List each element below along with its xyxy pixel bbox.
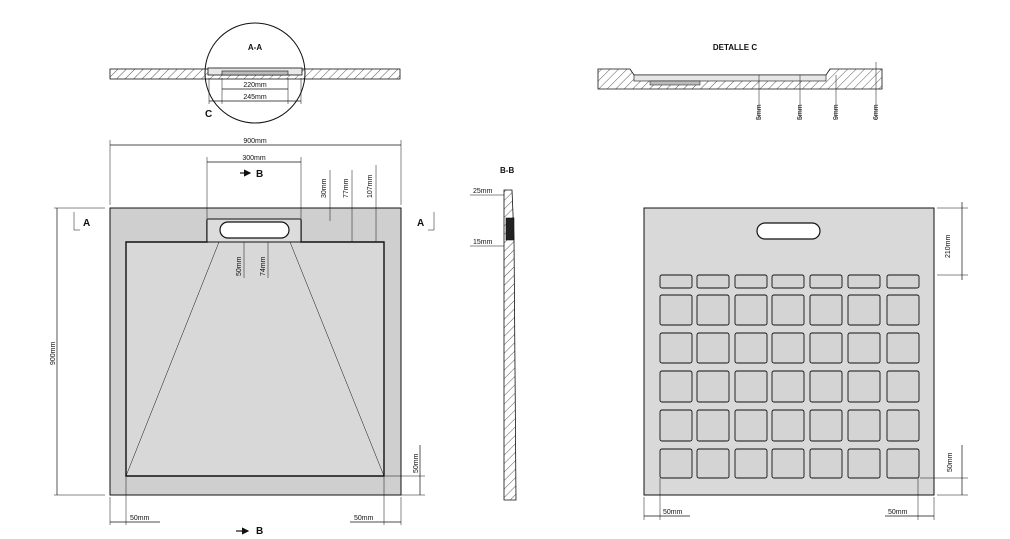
- grid-cell: [771, 409, 805, 442]
- section-aa-title: A-A: [248, 43, 262, 52]
- grid-cell: [734, 294, 768, 326]
- grid-cell: [809, 370, 843, 403]
- section-bb-profile: [503, 189, 517, 501]
- grid-cell: [659, 294, 693, 326]
- grid-cell: [809, 274, 843, 289]
- grid-cell: [734, 332, 768, 364]
- grid-cell: [734, 274, 768, 289]
- grid-cell: [734, 370, 768, 403]
- slope-line-left: [125, 241, 220, 477]
- grid-cell: [886, 274, 920, 289]
- grid-cell: [847, 370, 881, 403]
- bb-dim-25: 25mm: [473, 188, 493, 195]
- section-bb-drain: [505, 217, 515, 241]
- section-bb: B-B 25mm 15mm: [470, 166, 517, 501]
- detail-c-dim-4: 6mm: [873, 104, 880, 120]
- grid-cell: [734, 448, 768, 479]
- dim-30: 30mm: [321, 178, 328, 198]
- grid-cell: [771, 370, 805, 403]
- support-grid: [659, 274, 920, 479]
- section-b-label-top: B: [256, 169, 263, 180]
- bottom-dim-50-side: 50mm: [947, 452, 954, 472]
- grid-cell: [809, 448, 843, 479]
- dim-220: 220mm: [243, 82, 267, 89]
- slope-line-right: [289, 241, 385, 477]
- bottom-dim-50-right: 50mm: [888, 509, 908, 516]
- grid-cell: [659, 448, 693, 479]
- grid-cell: [886, 370, 920, 403]
- grid-cell: [696, 448, 730, 479]
- grid-cell: [847, 274, 881, 289]
- grid-cell: [734, 409, 768, 442]
- grid-cell: [659, 332, 693, 364]
- grid-cell: [886, 409, 920, 442]
- dim-50-left-margin: 50mm: [130, 515, 150, 522]
- grid-cell: [771, 274, 805, 289]
- grid-cell: [696, 274, 730, 289]
- grid-cell: [771, 332, 805, 364]
- grid-cell: [809, 409, 843, 442]
- bottom-drain-opening: [756, 222, 821, 240]
- grid-cell: [847, 332, 881, 364]
- grid-cell: [847, 294, 881, 326]
- grid-cell: [886, 332, 920, 364]
- bottom-dim-210: 210mm: [945, 234, 952, 258]
- grid-cell: [886, 448, 920, 479]
- grid-cell: [886, 294, 920, 326]
- detail-c-dim-2: 5mm: [797, 104, 804, 120]
- dim-50-drain: 50mm: [236, 256, 243, 276]
- detail-c-grate: [633, 74, 827, 82]
- grid-cell: [696, 294, 730, 326]
- detail-circle: [204, 22, 306, 124]
- top-view: 900mm 300mm B 30mm 77mm 107mm 50mm 74mm …: [50, 138, 435, 537]
- grid-cell: [696, 332, 730, 364]
- drain-opening: [219, 221, 290, 239]
- grid-cell: [771, 294, 805, 326]
- dim-77: 77mm: [343, 178, 350, 198]
- dim-900-top: 900mm: [243, 138, 267, 145]
- grid-cell: [847, 409, 881, 442]
- dim-245: 245mm: [243, 94, 267, 101]
- detail-c: DETALLE C 5mm 5mm 9mm 6mm: [597, 43, 883, 120]
- grid-cell: [659, 274, 693, 289]
- tray-basin: [125, 220, 385, 477]
- grid-cell: [696, 409, 730, 442]
- bottom-dim-50-left: 50mm: [663, 509, 683, 516]
- grid-cell: [696, 370, 730, 403]
- grid-cell: [659, 409, 693, 442]
- detail-marker-c: C: [205, 109, 212, 120]
- dim-50-bottom: 50mm: [413, 453, 420, 473]
- detail-c-dim-3: 9mm: [833, 104, 840, 120]
- dim-74-drain: 74mm: [260, 256, 267, 276]
- dim-50-right-margin: 50mm: [354, 515, 374, 522]
- grid-cell: [847, 448, 881, 479]
- section-b-label-bottom: B: [256, 526, 263, 537]
- dim-900-left: 900mm: [50, 341, 57, 365]
- grid-cell: [659, 370, 693, 403]
- section-bb-title: B-B: [500, 166, 514, 175]
- detail-c-dim-1: 5mm: [756, 104, 763, 120]
- section-a-label-right: A: [417, 218, 424, 229]
- dim-107: 107mm: [367, 174, 374, 198]
- section-a-label-left: A: [83, 218, 90, 229]
- detail-c-title: DETALLE C: [713, 43, 758, 52]
- grid-cell: [809, 332, 843, 364]
- section-aa: A-A 220mm 245mm C: [109, 22, 401, 124]
- drain-grate: [221, 70, 289, 76]
- dim-300: 300mm: [242, 155, 266, 162]
- grid-cell: [809, 294, 843, 326]
- bottom-view: 210mm 50mm 50mm 50mm: [643, 202, 968, 520]
- bb-dim-15: 15mm: [473, 239, 493, 246]
- grid-cell: [771, 448, 805, 479]
